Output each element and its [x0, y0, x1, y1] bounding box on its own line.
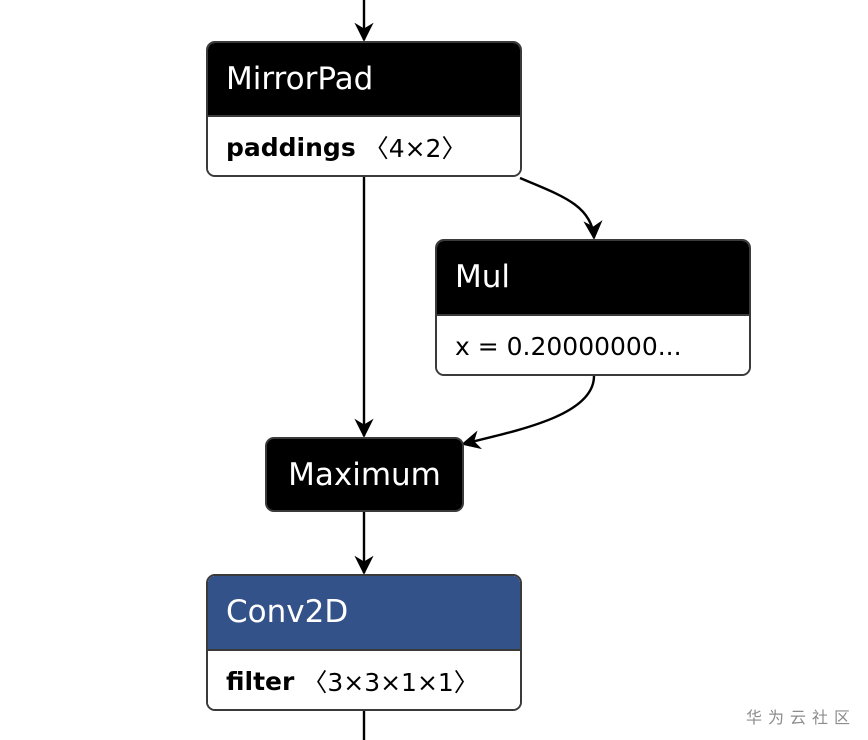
watermark-text: 华为云社区 [745, 708, 856, 727]
node-conv2d-header: Conv2D [208, 576, 520, 649]
node-maximum-title: Maximum [288, 456, 441, 493]
node-conv2d-attr: filter 〈3×3×1×1〉 [208, 649, 520, 709]
attr-paddings-shape: 〈4×2〉 [363, 134, 467, 163]
attr-filter-shape: 〈3×3×1×1〉 [302, 668, 479, 697]
node-mirrorpad-header: MirrorPad [208, 43, 520, 115]
node-mirrorpad-title: MirrorPad [226, 60, 374, 97]
node-mirrorpad-attr: paddings 〈4×2〉 [208, 115, 520, 175]
edge-mirrorpad-to-mul [519, 176, 603, 240]
node-maximum[interactable]: Maximum [265, 437, 464, 512]
node-conv2d-title: Conv2D [226, 594, 349, 630]
attr-filter-name: filter [226, 666, 295, 696]
attr-x-value: x = 0.20000000... [455, 331, 682, 361]
node-mul[interactable]: Mul x = 0.20000000... [435, 239, 751, 376]
node-mul-title: Mul [455, 259, 511, 295]
attr-paddings-name: paddings [226, 132, 356, 162]
node-conv2d[interactable]: Conv2D filter 〈3×3×1×1〉 [206, 574, 522, 711]
edge-mul-to-maximum [461, 375, 596, 450]
node-mul-attr: x = 0.20000000... [437, 314, 749, 374]
node-mirrorpad[interactable]: MirrorPad paddings 〈4×2〉 [206, 41, 522, 177]
node-mul-header: Mul [437, 241, 749, 314]
